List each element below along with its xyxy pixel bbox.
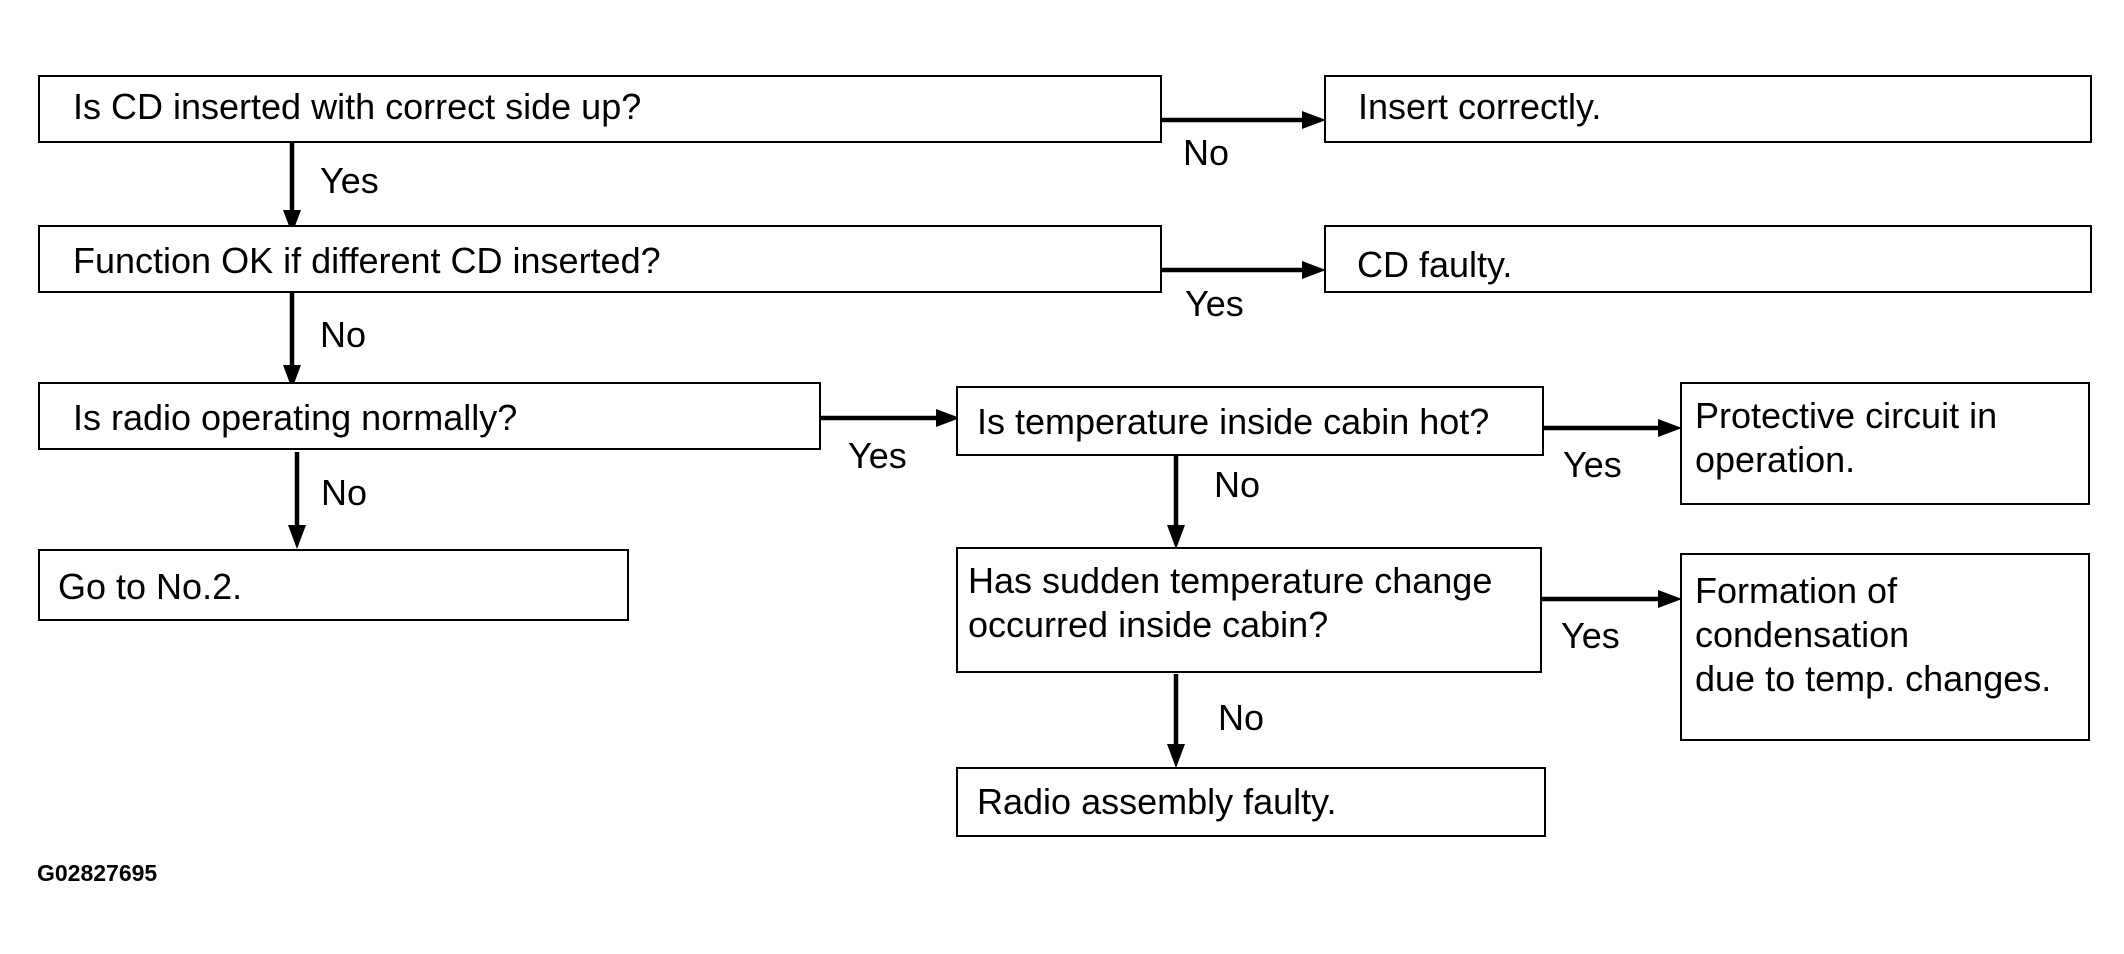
label-sudden-temp-yes: Yes — [1561, 615, 1620, 656]
question-sudden-temp-box: Has sudden temperature change occurred i… — [956, 547, 1542, 673]
result-condensation-box: Formation of condensation due to temp. c… — [1680, 553, 2090, 741]
result-protective-circuit-text: Protective circuit in operation. — [1695, 395, 1998, 480]
label-cd-side-yes: Yes — [320, 160, 379, 201]
result-cd-faulty-text: CD faulty. — [1357, 244, 1513, 285]
label-radio-normal-no: No — [321, 472, 368, 513]
result-insert-correctly-box: Insert correctly. — [1324, 75, 2092, 143]
arrowhead-different-cd-yes — [1302, 261, 1326, 279]
label-cd-side-no: No — [1183, 132, 1230, 173]
question-cd-side-text: Is CD inserted with correct side up? — [73, 86, 642, 127]
result-radio-faulty-text: Radio assembly faulty. — [977, 781, 1337, 822]
label-radio-normal-yes: Yes — [848, 435, 907, 476]
result-insert-correctly-text: Insert correctly. — [1358, 86, 1602, 127]
result-go-to-no2-box: Go to No.2. — [38, 549, 629, 621]
question-radio-normal-box: Is radio operating normally? — [38, 382, 821, 450]
label-different-cd-no: No — [320, 314, 367, 355]
arrowhead-radio-normal-no — [288, 525, 306, 549]
result-cd-faulty-box: CD faulty. — [1324, 225, 2092, 293]
question-temp-hot-box: Is temperature inside cabin hot? — [956, 386, 1544, 456]
figure-code: G02827695 — [37, 860, 158, 886]
arrowhead-temp-hot-no — [1167, 525, 1185, 549]
result-protective-circuit-box: Protective circuit in operation. — [1680, 382, 2090, 505]
label-different-cd-yes: Yes — [1185, 283, 1244, 324]
label-sudden-temp-no: No — [1218, 697, 1265, 738]
arrowhead-different-cd-no — [283, 365, 301, 389]
arrowhead-radio-normal-yes — [936, 409, 960, 427]
result-go-to-no2-text: Go to No.2. — [58, 566, 243, 607]
result-condensation-text: Formation of condensation due to temp. c… — [1695, 570, 2052, 699]
arrowhead-sudden-temp-no — [1167, 744, 1185, 768]
arrowhead-sudden-temp-yes — [1658, 590, 1682, 608]
arrowhead-cd-side-yes — [283, 210, 301, 234]
result-radio-faulty-box: Radio assembly faulty. — [956, 767, 1546, 837]
question-sudden-temp-text: Has sudden temperature change occurred i… — [968, 560, 1493, 645]
arrowhead-cd-side-no — [1302, 111, 1326, 129]
label-temp-hot-yes: Yes — [1563, 444, 1622, 485]
question-different-cd-text: Function OK if different CD inserted? — [73, 240, 661, 281]
question-temp-hot-text: Is temperature inside cabin hot? — [977, 401, 1490, 442]
arrowhead-temp-hot-yes — [1658, 419, 1682, 437]
question-different-cd-box: Function OK if different CD inserted? — [38, 225, 1162, 293]
question-cd-side-box: Is CD inserted with correct side up? — [38, 75, 1162, 143]
label-temp-hot-no: No — [1214, 464, 1261, 505]
question-radio-normal-text: Is radio operating normally? — [73, 397, 518, 438]
